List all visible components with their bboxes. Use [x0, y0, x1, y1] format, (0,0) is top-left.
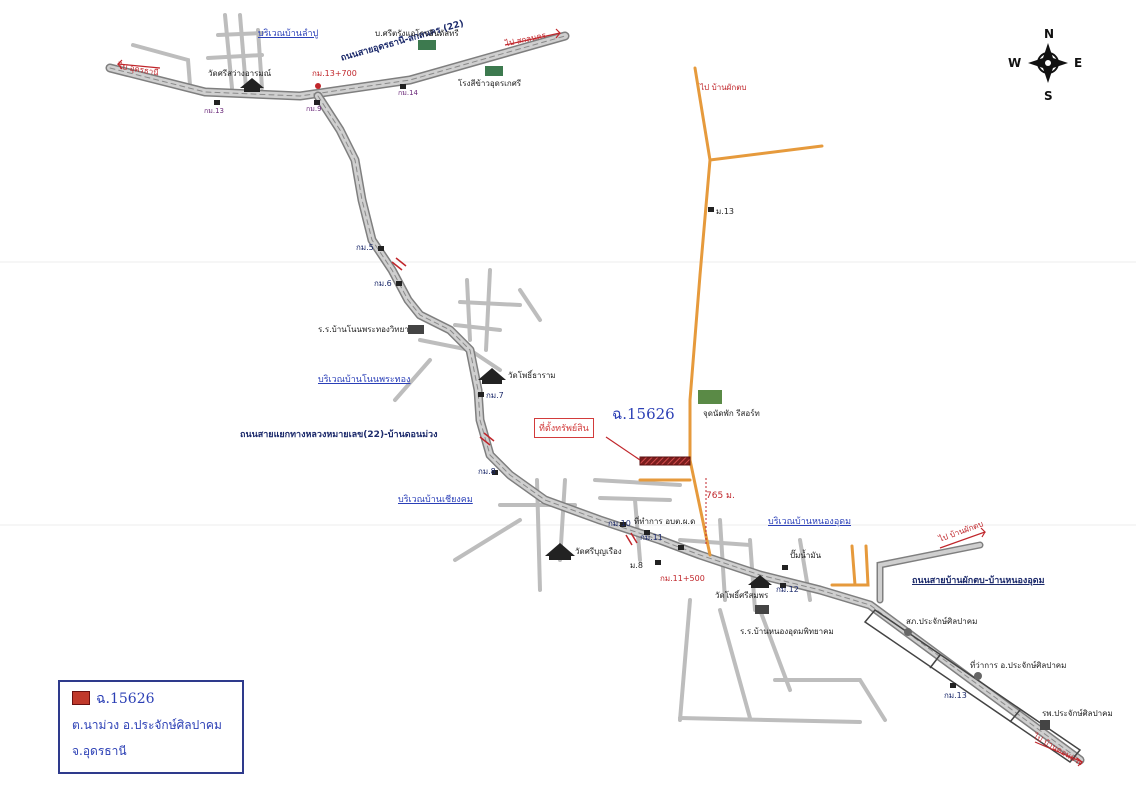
branch-road-line [313, 91, 1085, 765]
temple-icon [545, 543, 575, 556]
parcel-callout: ที่ตั้งทรัพย์สิน [534, 418, 594, 438]
office-icon [904, 628, 912, 636]
label-police: ที่ทำการ อบต.ผ.ด [634, 517, 696, 526]
km-label-8: กม.8 [478, 467, 496, 476]
compass: N S E W [1008, 27, 1082, 103]
label-school-2: ร.ร.บ้านหนองอุดมพิทยาคม [740, 627, 834, 636]
road-break-marks [391, 257, 638, 546]
label-wat-pho-2: วัดโพธิ์ศรีสมพร [715, 591, 769, 600]
compass-n: N [1044, 27, 1054, 41]
km-label-10: กม.10 [608, 519, 631, 528]
legend-swatch [72, 691, 90, 705]
label-school-1: ร.ร.บ้านโนนพระทองวิทยา [318, 325, 409, 334]
label-district-hq: ที่ว่าการ อ.ประจักษ์ศิลปาคม [970, 661, 1067, 670]
km-label-6: กม.6 [374, 279, 392, 288]
legend-province: จ.อุดรธานี [72, 744, 127, 758]
local-roads [131, 13, 887, 724]
km-label-7: กม.7 [486, 391, 504, 400]
km-label-11-500: กม.11+500 [660, 574, 705, 583]
direction-arrows [116, 28, 1084, 767]
label-district-hospital: รพ.ประจักษ์ศิลปาคม [1042, 709, 1113, 718]
road-label-branch: ถนนสายแยกทางหลวงหมายเลข(22)-บ้านดอนม่วง [240, 430, 438, 440]
label-district-office: สภ.ประจักษ์ศิลปาคม [906, 617, 978, 626]
parcel-distance: 765 ม. [706, 491, 735, 501]
office-icon [974, 672, 982, 680]
school-icon [408, 325, 424, 334]
compass-s: S [1044, 89, 1053, 103]
school-icon [755, 605, 769, 614]
road-label-east: ถนนสายบ้านผักตบ-บ้านหนองอุดม [912, 576, 1045, 586]
km-label-13-s: กม.13 [944, 691, 967, 700]
factory-icon [418, 40, 436, 50]
km-label-12: กม.12 [776, 585, 799, 594]
km-label-14: กม.14 [398, 89, 418, 97]
label-moo8: ม.8 [630, 561, 643, 570]
legend-parcel-code: ฉ.15626 [96, 691, 155, 707]
parcel-code-label: ฉ.15626 [612, 405, 675, 423]
compass-w: W [1008, 56, 1021, 70]
parcel-marker[interactable] [639, 456, 691, 466]
label-wat-sri: วัดศรีสว่างอารมณ์ [208, 69, 272, 78]
legend-location: ต.นาม่วง อ.ประจักษ์ศิลปาคม [72, 718, 222, 732]
access-road [638, 66, 870, 587]
label-company: บ.ศรีตรังแอโกรอินดัสทรี [375, 29, 459, 38]
km-marker-icons [214, 83, 956, 688]
legend-box: ฉ.15626 ต.นาม่วง อ.ประจักษ์ศิลปาคม จ.อุด… [58, 680, 244, 774]
factory-icon [485, 66, 503, 76]
compass-e: E [1074, 56, 1082, 70]
area-label-chiang: บริเวณบ้านเชียงคม [398, 495, 473, 505]
km-label-13-w: กม.13 [204, 107, 224, 115]
east-road-line [876, 541, 984, 604]
hospital-icon [1040, 720, 1050, 730]
resort-icon [698, 390, 722, 404]
area-label-non: บริเวณบ้านโนนพระทอง [318, 375, 411, 385]
km-label-11: กม.11 [640, 533, 663, 542]
km-label-5: กม.5 [356, 243, 374, 252]
temple-icon [748, 575, 772, 585]
km-label-13-700: กม.13+700 [312, 69, 357, 78]
landmark-icons [240, 40, 1050, 730]
area-label-lamphu: บริเวณบ้านลำปู [258, 29, 319, 39]
temple-icon [478, 368, 506, 380]
label-resort: จุดนัดพัก รีสอร์ท [703, 409, 760, 418]
label-rice-mill: โรงสีข้าวอุดรเกศรี [458, 79, 522, 88]
highway-22-road [105, 31, 570, 101]
district-block [863, 608, 1082, 764]
label-wat-pho: วัดโพธิ์ธาราม [508, 371, 556, 380]
direction-to-phaktob-north: ไป บ้านผักตบ [700, 83, 747, 92]
area-label-nong: บริเวณบ้านหนองอุดม [768, 517, 852, 527]
label-wat-sri-bun: วัดศรีบุญเรือง [575, 547, 622, 556]
label-gas: ปั๊มน้ำมัน [790, 551, 822, 560]
km-label-9: กม.9 [306, 105, 322, 113]
temple-icon [240, 78, 264, 88]
label-moo13: ม.13 [716, 207, 734, 216]
